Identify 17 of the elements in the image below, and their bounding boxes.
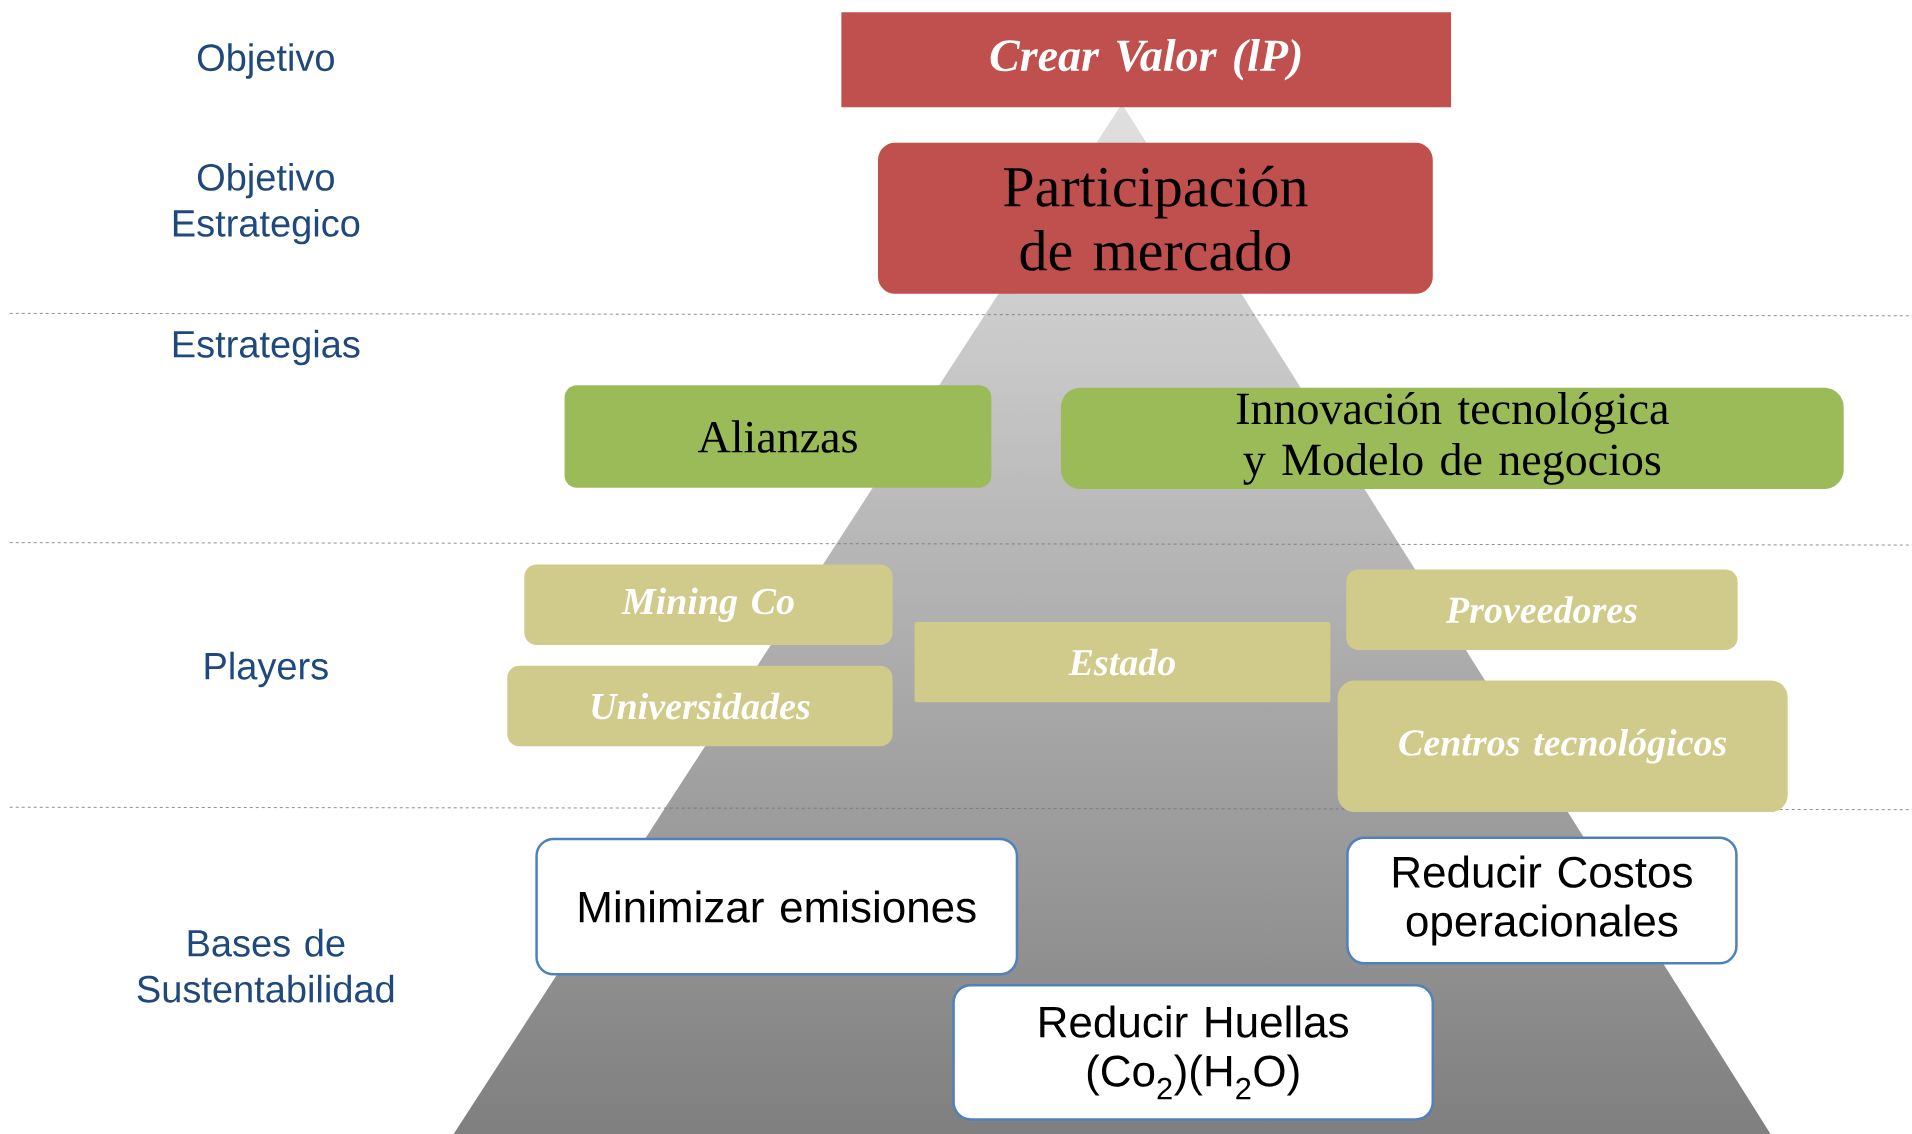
- level-label: Bases de Sustentabilidad: [137, 928, 394, 1003]
- foundation-box: Reducir Huellas (Co$_{2}$)(H$_{2}$O): [952, 984, 1435, 1121]
- strategy-box: Innovación tecnológica y Modelo de negocios: [1060, 387, 1844, 489]
- level-label: Estrategias: [173, 329, 360, 366]
- player-box: Proveedores: [1346, 569, 1738, 650]
- level-label: Objetivo Estrategico: [173, 162, 360, 245]
- objective-box: Participación de mercado: [878, 142, 1433, 294]
- strategy-box: Alianzas: [564, 385, 992, 488]
- player-box: Universidades: [507, 665, 893, 747]
- objective-box: Crear Valor (lP): [841, 12, 1452, 108]
- level-label: Players: [205, 651, 328, 688]
- player-box: Mining Co: [524, 564, 893, 646]
- player-box: Estado: [914, 621, 1331, 703]
- foundation-box: Reducir Costos operacionales: [1346, 836, 1738, 965]
- foundation-box: Minimizar emisiones: [535, 837, 1019, 976]
- level-label: Objetivo: [197, 43, 334, 79]
- player-box: Centros tecnológicos: [1337, 680, 1788, 813]
